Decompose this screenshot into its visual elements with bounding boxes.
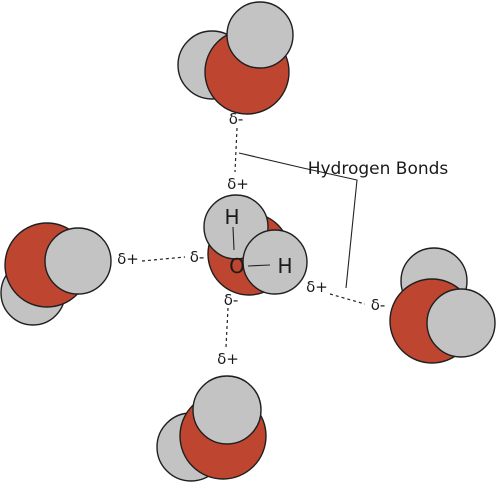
water-molecule-right [389,247,496,364]
charge-label-negative: δ- [224,291,239,309]
hydrogen-bond-line-bottom [225,307,229,348]
atom-label-h: H [224,205,239,229]
hydrogen-bond-line-left [141,256,186,262]
hydrogen-bonds-label: Hydrogen Bonds [308,159,449,179]
callout-line [238,152,358,289]
hydrogen-atom [242,229,308,295]
hydrogen-bond-line-right [329,293,366,305]
water-molecule-bottom [156,375,267,482]
covalent-bond [247,264,271,267]
charge-label-positive: δ+ [217,350,239,368]
atom-label-o: O [229,254,245,278]
charge-label-positive: δ+ [306,278,328,296]
atom-label-h: H [277,254,292,278]
water-molecule-top [177,1,294,115]
charge-label-negative: δ- [190,248,205,266]
hydrogen-atom [426,288,496,358]
charge-label-negative: δ- [371,296,386,314]
water-molecule-left [0,222,112,326]
charge-label-positive: δ+ [117,250,139,268]
charge-label-negative: δ- [229,110,244,128]
water-molecule-center: H O H [203,194,308,296]
hydrogen-bond-line-top [234,127,238,173]
hydrogen-atom [192,375,262,445]
charge-label-positive: δ+ [227,175,249,193]
hydrogen-atom [226,1,294,69]
covalent-bond [232,226,235,251]
hydrogen-atom [44,227,112,295]
